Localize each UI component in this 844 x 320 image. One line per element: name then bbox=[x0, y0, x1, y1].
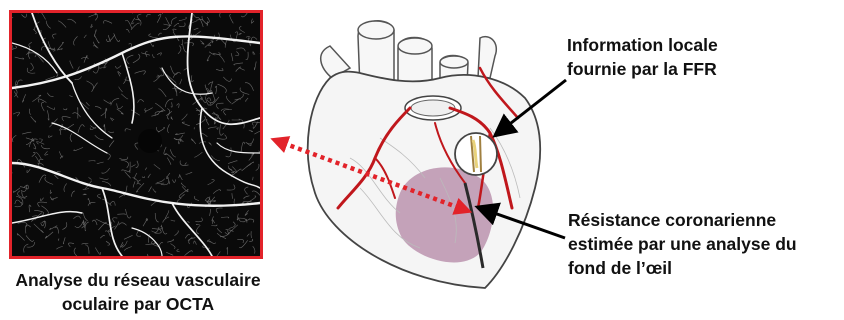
heart-illustration bbox=[290, 8, 560, 293]
foveal-avascular-zone bbox=[138, 129, 162, 153]
retinal-vascular-network bbox=[12, 13, 260, 256]
octa-caption-line-1: Analyse du réseau vasculaire bbox=[0, 268, 276, 292]
resistance-label-line-2: estimée par une analyse du bbox=[568, 232, 797, 256]
ffr-label: Information locale fournie par la FFR bbox=[567, 33, 718, 81]
resistance-label-line-3: fond de l’œil bbox=[568, 256, 797, 280]
octa-caption-line-2: oculaire par OCTA bbox=[0, 292, 276, 316]
ffr-label-line-1: Information locale bbox=[567, 33, 718, 57]
ffr-label-line-2: fournie par la FFR bbox=[567, 57, 718, 81]
resistance-label-line-1: Résistance coronarienne bbox=[568, 208, 797, 232]
octa-caption: Analyse du réseau vasculaire oculaire pa… bbox=[0, 268, 276, 316]
octa-retina-image bbox=[9, 10, 263, 259]
resistance-label: Résistance coronarienne estimée par une … bbox=[568, 208, 797, 280]
